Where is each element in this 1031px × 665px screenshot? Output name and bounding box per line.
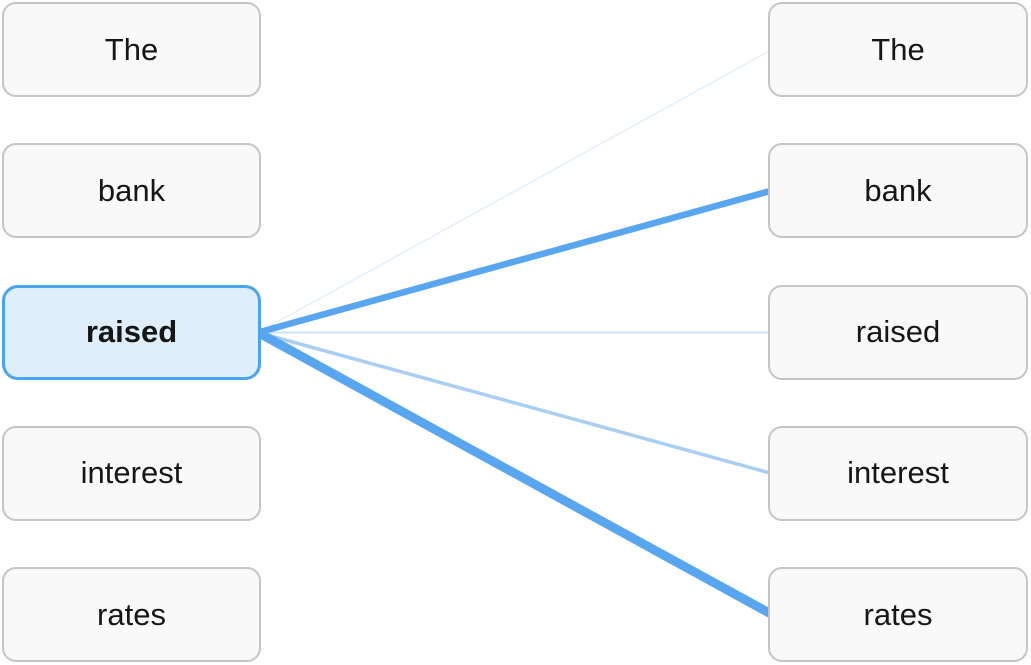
token-label: bank (97, 172, 166, 208)
token-label: rates (863, 596, 933, 632)
token-right-bank[interactable]: bank (768, 143, 1028, 239)
token-label: raised (85, 314, 178, 349)
token-left-raised[interactable]: raised (2, 284, 261, 380)
token-right-rates[interactable]: rates (768, 567, 1028, 662)
token-label: raised (855, 314, 941, 349)
token-right-interest[interactable]: interest (768, 425, 1028, 521)
attention-line-raised-to-The (257, 48, 773, 334)
token-label: interest (847, 455, 949, 491)
token-label: The (104, 31, 159, 67)
token-label: interest (80, 455, 183, 491)
token-label: rates (97, 596, 166, 632)
attention-line-raised-to-interest (257, 330, 773, 476)
attention-line-raised-to-rates (255, 328, 775, 619)
attention-line-raised-to-bank (257, 187, 773, 336)
left-token-column: The bank raised interest rates (2, 0, 261, 665)
token-label: bank (864, 172, 932, 208)
right-token-column: The bank raised interest rates (768, 0, 1028, 665)
token-right-raised[interactable]: raised (768, 284, 1028, 380)
token-left-rates[interactable]: rates (2, 567, 261, 662)
token-label: The (871, 31, 925, 67)
token-left-bank[interactable]: bank (2, 143, 261, 239)
token-left-the[interactable]: The (2, 2, 261, 97)
token-right-the[interactable]: The (768, 2, 1028, 97)
token-left-interest[interactable]: interest (2, 425, 261, 521)
